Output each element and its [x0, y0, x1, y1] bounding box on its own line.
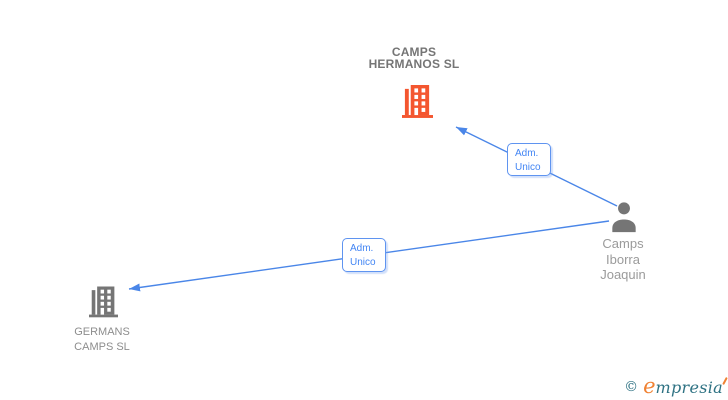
relation-label-adm-unico-bottom: Adm. Unico: [342, 238, 386, 272]
relation-label-adm-unico-top: Adm. Unico: [507, 143, 551, 176]
person-line2: Iborra: [606, 251, 640, 267]
copyright-symbol: ©: [624, 379, 639, 395]
empresia-watermark: ©empresia: [624, 374, 728, 398]
relation-label-line2: Unico: [350, 256, 376, 268]
brand-rest: mpresia: [655, 378, 723, 397]
company-bottom-line1: GERMANS: [74, 326, 130, 338]
company-bottom-line2: CAMPS SL: [74, 341, 130, 353]
relation-label-line2: Unico: [515, 161, 541, 173]
company-top-line1: CAMPS: [391, 45, 437, 59]
brand-initial: e: [643, 374, 656, 398]
person-line1: Camps: [602, 236, 644, 251]
building-icon[interactable]: [89, 283, 118, 319]
relation-label-line1: Adm.: [515, 148, 539, 159]
person-line3: Joaquin: [600, 267, 646, 282]
person-icon[interactable]: [610, 200, 638, 234]
building-icon[interactable]: [402, 83, 433, 118]
company-top-label[interactable]: CAMPS HERMANOS SL: [344, 46, 484, 70]
relation-label-line1: Adm.: [350, 243, 374, 254]
company-top-line2: HERMANOS SL: [368, 57, 460, 71]
company-bottom-label[interactable]: GERMANS CAMPS SL: [42, 325, 162, 355]
person-label[interactable]: Camps Iborra Joaquin: [582, 236, 664, 283]
